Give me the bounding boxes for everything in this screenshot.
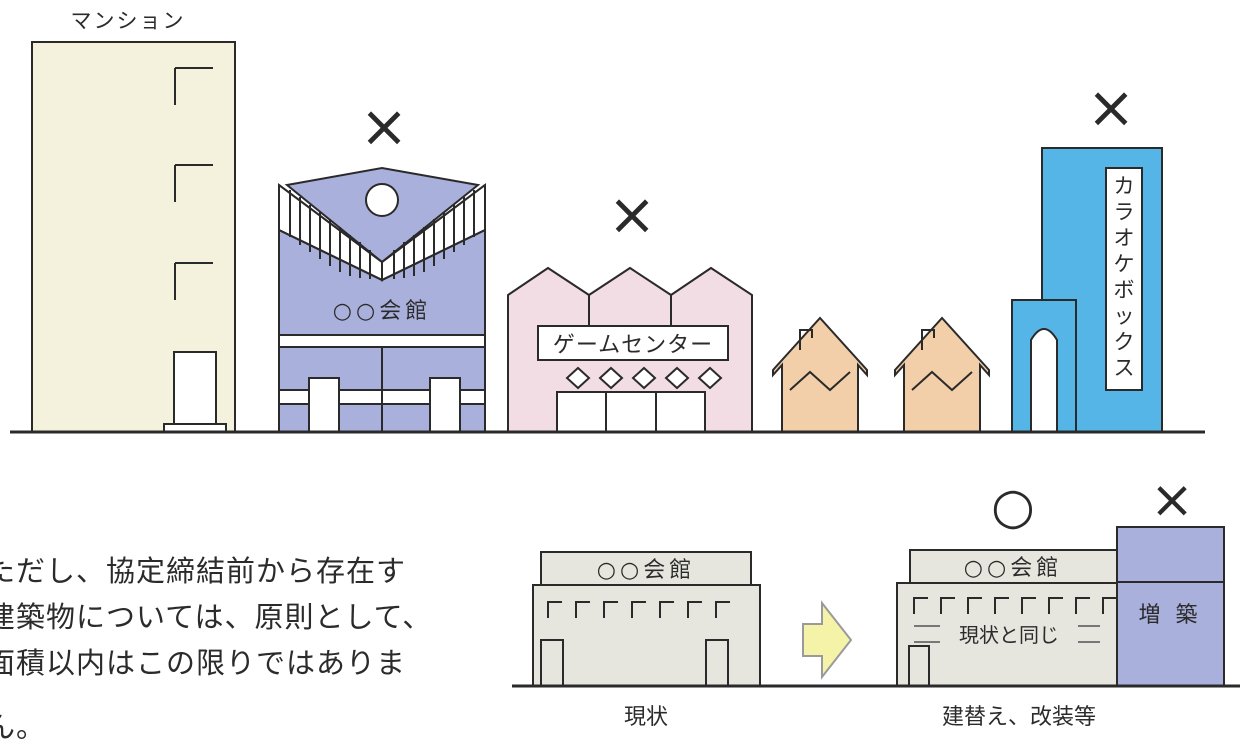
karaoke-sign-char: ク <box>1114 330 1135 354</box>
extension-cross-mark: × <box>1150 470 1194 530</box>
current-caption: 現状 <box>624 705 668 729</box>
note-line-1: ただし、協定締結前から存在す <box>0 554 407 588</box>
karaoke-building: × カ ラ オ ケ ボ ッ ク ス <box>1011 73 1163 433</box>
rebuilt-caption: 建替え、改装等 <box>942 705 1096 729</box>
transition-arrow <box>802 600 853 680</box>
karaoke-sign-char: オ <box>1114 226 1135 250</box>
house-2 <box>894 316 990 433</box>
regulation-diagram: マンション × ○○会館 <box>0 9 1240 744</box>
top-scene: マンション × ○○会館 <box>10 9 1205 434</box>
game-center-sign: ゲームセンター <box>553 333 713 358</box>
karaoke-sign-char: カ <box>1114 174 1135 198</box>
extension-block: × 増 築 <box>1116 470 1225 687</box>
hall-cross-mark: × <box>360 92 409 160</box>
game-center-diamonds <box>565 366 723 390</box>
karaoke-sign-char: ッ <box>1114 304 1135 328</box>
karaoke-sign: カ ラ オ ケ ボ ッ ク ス <box>1114 174 1135 380</box>
note-line-3: 面積以内はこの限りではありま <box>0 646 407 680</box>
house-1 <box>772 316 868 433</box>
mansion-building: マンション <box>31 9 236 433</box>
bottom-scene: ○○会館 現状 ○ ○○会館 現状と同じ 建替え、改装等 × <box>512 470 1240 730</box>
current-building-sign: ○○会館 <box>597 558 695 583</box>
rebuilt-building: ○ ○○会館 現状と同じ 建替え、改装等 <box>896 477 1121 730</box>
same-as-current-label: 現状と同じ <box>959 623 1059 647</box>
karaoke-sign-char: ス <box>1114 356 1135 380</box>
hall-building: × ○○会館 <box>278 92 486 433</box>
extension-label: 増 築 <box>1139 603 1202 628</box>
karaoke-sign-char: ケ <box>1114 252 1135 276</box>
rebuilt-building-sign: ○○会館 <box>964 556 1062 581</box>
mansion-label: マンション <box>71 9 186 33</box>
diagram-canvas: マンション × ○○会館 <box>10 9 1240 730</box>
current-building: ○○会館 現状 <box>532 551 761 730</box>
karaoke-sign-char: ボ <box>1114 278 1135 302</box>
karaoke-cross-mark: × <box>1087 73 1136 141</box>
karaoke-sign-char: ラ <box>1114 200 1135 224</box>
note-line-2: 建築物については、原則として、 <box>0 600 433 634</box>
game-center-cross-mark: × <box>608 180 657 248</box>
ok-mark: ○ <box>991 477 1035 535</box>
game-center-building: × ゲームセンター <box>507 180 753 433</box>
hall-sign: ○○会館 <box>333 299 431 324</box>
note-line-4: ん。 <box>0 710 47 744</box>
